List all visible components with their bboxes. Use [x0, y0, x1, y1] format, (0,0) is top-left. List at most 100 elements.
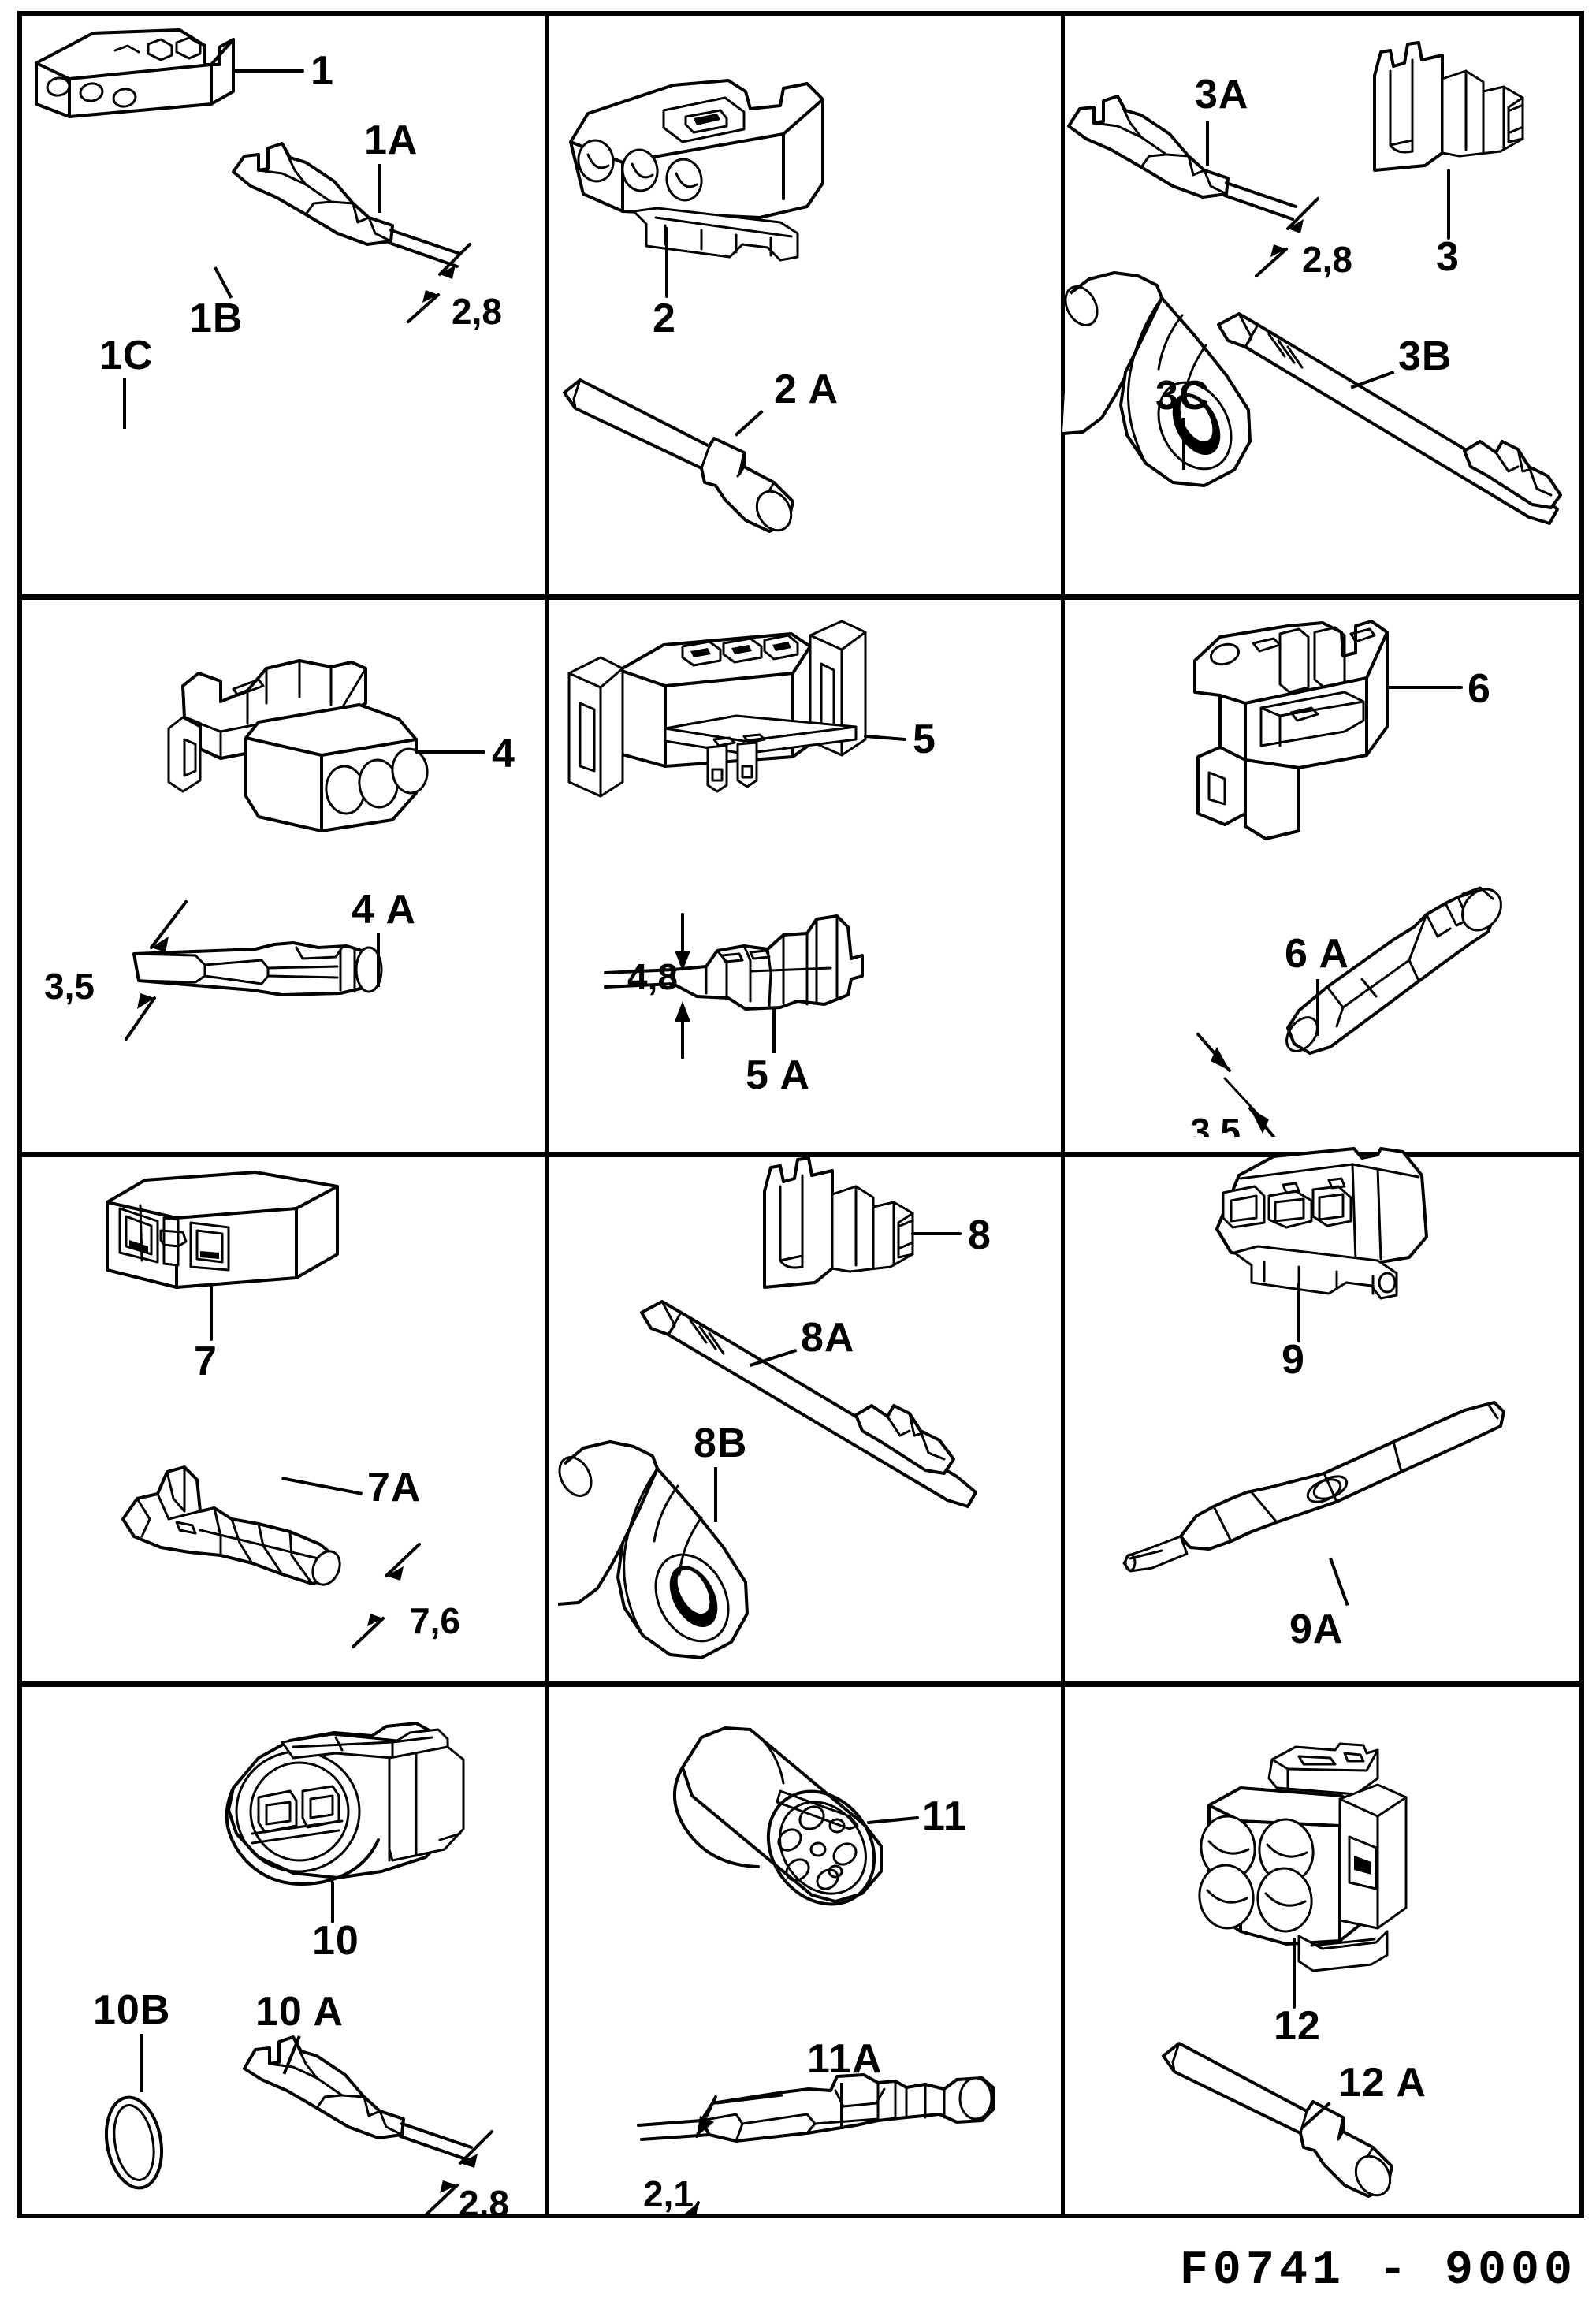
female-bullet-terminal-art: [563, 378, 794, 533]
part-label-4: 4: [492, 731, 515, 776]
part-label-7A: 7A: [367, 1465, 422, 1510]
dimension-arrows-7: [352, 1543, 421, 1648]
dimension-arrows-11: [683, 2095, 717, 2215]
cell-8: 8 8A 8B: [547, 1142, 1036, 1666]
cell-7: 7 7A 7,6: [22, 1142, 542, 1666]
part-label-5A: 5 A: [746, 1052, 810, 1098]
cell-12: 12 12 A: [1062, 1671, 1583, 2215]
o-ring-seal-art: [105, 2095, 163, 2190]
part-label-3C: 3C: [1155, 373, 1210, 419]
cell-11: 11 11A 2,1: [547, 1671, 1036, 2215]
leader-6A: [1316, 979, 1319, 1036]
leader-10B: [140, 2034, 143, 2092]
cylindrical-multipin-connector-art: [673, 1726, 883, 1906]
leader-1A: [378, 164, 381, 213]
terminal-with-lead-wire-art-8a: [640, 1300, 977, 1508]
part-label-8: 8: [968, 1212, 991, 1258]
leader-3C: [1182, 418, 1185, 470]
connector-housing-2way-round-art: [1198, 1742, 1408, 1972]
grid-vline-2: [1061, 16, 1065, 2214]
connector-housing-3cavity-art: [569, 79, 824, 262]
dimension-7-6-c7: 7,6: [410, 1600, 460, 1641]
illustration-cell-3: [1062, 41, 1562, 525]
illustration-cell-6: [1193, 620, 1502, 1055]
part-label-5: 5: [913, 717, 936, 762]
leader-5A: [772, 1009, 776, 1053]
illustration-cell-2: [563, 79, 824, 533]
round-socket-terminal-art: [1285, 886, 1502, 1055]
dimension-2-8-c10: 2,8: [459, 2183, 509, 2215]
part-label-10B: 10B: [93, 1987, 171, 2033]
part-label-10A: 10 A: [255, 1989, 344, 2035]
female-bullet-terminal-art-12a: [1162, 2042, 1393, 2198]
female-blade-receptacle-art: [121, 1465, 341, 1586]
illustration-cell-4: [132, 659, 485, 996]
part-label-2: 2: [653, 296, 676, 341]
part-label-9: 9: [1282, 1337, 1305, 1383]
leader-1C: [123, 378, 126, 429]
part-label-7: 7: [194, 1339, 218, 1384]
dimension-2-8-c3: 2,8: [1302, 239, 1352, 280]
cell-1: 1 1A 1B 1C 2,8: [22, 16, 542, 579]
cell-4: 4 4 A 3,5: [22, 585, 542, 1137]
part-label-8A: 8A: [801, 1315, 855, 1361]
blade-terminal-locking-art: [604, 914, 864, 1011]
dimension-3-5-c6: 3,5: [1190, 1111, 1241, 1137]
part-label-4A: 4 A: [352, 887, 416, 933]
dimension-arrows-3: [1255, 197, 1319, 277]
illustration-cell-7: [106, 1171, 341, 1586]
rubber-boot-cone-art-8b: [557, 1440, 749, 1659]
leader-3A: [1206, 121, 1209, 166]
part-label-6: 6: [1468, 666, 1491, 712]
plate-frame: [17, 11, 1584, 2218]
plate-footer-code: F0741 - 9000: [1179, 2244, 1577, 2298]
part-label-1C: 1C: [99, 333, 154, 378]
connector-housing-2way-art: [1193, 620, 1389, 840]
dimension-arrows-4: [125, 900, 188, 1041]
illustration-cell-5: [567, 620, 906, 1011]
dimension-2-8: 2,8: [452, 291, 502, 332]
part-label-3: 3: [1436, 234, 1460, 280]
cell-3: 3A 3 3B 3C 2,8: [1062, 16, 1583, 579]
leader-8B: [714, 1467, 717, 1522]
connector-housing-3way-round-art: [167, 659, 429, 832]
terminal-with-lead-wire-art-3b: [1217, 312, 1562, 525]
part-label-2A: 2 A: [774, 367, 839, 412]
dimension-arrows-6: [1196, 1033, 1276, 1137]
part-label-9A: 9A: [1289, 1607, 1344, 1652]
sealed-pin-terminal-with-wire-art: [1122, 1401, 1505, 1573]
illustration-cell-8: [557, 1156, 977, 1659]
part-label-11A: 11A: [807, 2036, 883, 2082]
cell-10: 10 10B 10 A 2,8: [22, 1671, 542, 2215]
dimension-arrows-10: [424, 2130, 493, 2215]
part-label-8B: 8B: [694, 1421, 748, 1466]
dimension-arrows-1: [407, 243, 471, 323]
grid-hline-1: [22, 594, 1579, 600]
illustration-cell-9: [1122, 1147, 1505, 1573]
illustration-cell-10: [105, 1722, 473, 2190]
connector-housing-3way-art: [35, 28, 235, 118]
part-label-12: 12: [1274, 2003, 1321, 2049]
illustration-cell-11: [637, 1726, 995, 2143]
part-label-1B: 1B: [189, 296, 244, 341]
leader-4A: [377, 933, 380, 987]
leader-11A: [840, 2083, 843, 2127]
illustration-cell-12: [1162, 1742, 1408, 2198]
connector-housing-2cavity-block-art: [106, 1171, 339, 1289]
illustration-cell-1: [35, 28, 462, 268]
part-label-1A: 1A: [364, 117, 419, 163]
connector-housing-bracket-art: [567, 620, 867, 798]
cell-2: 2 2 A: [547, 16, 1036, 579]
part-label-3A: 3A: [1195, 72, 1249, 117]
grid-hline-3: [22, 1681, 1579, 1687]
connector-housing-shrouded-art-8: [763, 1156, 914, 1289]
dimension-2-1-c11: 2,1: [643, 2173, 694, 2214]
round-pin-terminal-art-11a: [637, 2073, 995, 2143]
rubber-boot-cone-art-3c: [1062, 271, 1252, 487]
part-label-3B: 3B: [1398, 333, 1453, 379]
part-label-1: 1: [311, 48, 334, 94]
cell-9: 9 9A: [1062, 1142, 1583, 1666]
grid-vline-1: [545, 16, 549, 2214]
part-label-10: 10: [312, 1918, 359, 1964]
